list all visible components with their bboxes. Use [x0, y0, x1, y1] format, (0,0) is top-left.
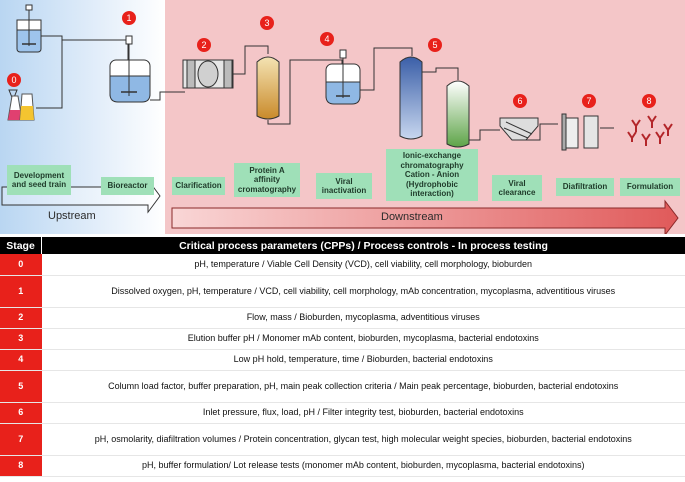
table-row: 1 Dissolved oxygen, pH, temperature / VC…	[0, 275, 685, 308]
label-ion-exchange: Ionic-exchange chromatography Cation - A…	[386, 149, 478, 201]
stage-marker-3: 3	[260, 16, 274, 30]
label-viral-clearance: Viral clearance	[492, 175, 542, 201]
cpp-cell: Column load factor, buffer preparation, …	[41, 370, 685, 403]
viral-inactivation-tank-icon	[325, 49, 361, 105]
pipe-2-3	[233, 45, 269, 75]
table-row: 0 pH, temperature / Viable Cell Density …	[0, 254, 685, 276]
label-development: Development and seed train	[7, 165, 71, 195]
stage-cell: 5	[0, 370, 42, 403]
label-viral-inactivation: Viral inactivation	[316, 173, 372, 199]
bioreactor-icon	[109, 35, 151, 103]
ion-exchange-columns-icon	[399, 56, 470, 148]
stage-marker-8: 8	[642, 94, 656, 108]
table-row: 6 Inlet pressure, flux, load, pH / Filte…	[0, 402, 685, 424]
stage-cell: 6	[0, 402, 42, 424]
stage-marker-6: 6	[513, 94, 527, 108]
process-diagram: 0 1 2 3 4 5 6 7 8 Development and seed t…	[0, 0, 685, 234]
stage-marker-1: 1	[122, 11, 136, 25]
stage-marker-4: 4	[320, 32, 334, 46]
seed-train-icon	[7, 4, 42, 121]
cpp-cell: Inlet pressure, flux, load, pH / Filter …	[41, 402, 685, 424]
column-header-stage: Stage	[0, 237, 42, 254]
pipe-4-5	[360, 47, 413, 91]
cpp-cell: pH, buffer formulation/ Lot release test…	[41, 455, 685, 477]
stage-cell: 0	[0, 254, 42, 276]
table-row: 3 Elution buffer pH / Monomer mAb conten…	[0, 328, 685, 350]
pipe-1-2	[150, 91, 185, 101]
label-clarification: Clarification	[172, 177, 225, 195]
label-bioreactor: Bioreactor	[101, 177, 154, 195]
table-row: 4 Low pH hold, temperature, time / Biobu…	[0, 349, 685, 371]
table-row: 7 pH, osmolarity, diafiltration volumes …	[0, 423, 685, 456]
table-header-row: Stage Critical process parameters (CPPs)…	[0, 237, 685, 254]
label-formulation: Formulation	[620, 178, 680, 196]
stage-marker-5: 5	[428, 38, 442, 52]
stage-marker-2: 2	[197, 38, 211, 52]
cpp-cell: Elution buffer pH / Monomer mAb content,…	[41, 328, 685, 350]
table-row: 5 Column load factor, buffer preparation…	[0, 370, 685, 403]
clarification-icon	[182, 59, 234, 89]
stage-marker-0: 0	[7, 73, 21, 87]
stage-cell: 3	[0, 328, 42, 350]
diafiltration-icon	[561, 113, 599, 151]
protein-a-column-icon	[256, 56, 280, 120]
cpp-table: Stage Critical process parameters (CPPs)…	[0, 237, 685, 477]
stage-cell: 2	[0, 307, 42, 329]
downstream-label: Downstream	[381, 211, 443, 223]
table-row: 2 Flow, mass / Bioburden, mycoplasma, ad…	[0, 307, 685, 329]
column-header-cpp: Critical process parameters (CPPs) / Pro…	[41, 237, 685, 254]
stage-cell: 4	[0, 349, 42, 371]
label-diafiltration: Diafiltration	[556, 178, 614, 196]
viral-clearance-filter-icon	[499, 117, 558, 141]
stage-cell: 1	[0, 275, 42, 308]
pipe-3-4	[267, 59, 343, 125]
cpp-cell: Low pH hold, temperature, time / Bioburd…	[41, 349, 685, 371]
stage-cell: 7	[0, 423, 42, 456]
stage-marker-7: 7	[582, 94, 596, 108]
cpp-cell: Flow, mass / Bioburden, mycoplasma, adve…	[41, 307, 685, 329]
cpp-cell: pH, osmolarity, diafiltration volumes / …	[41, 423, 685, 456]
downstream-arrow	[171, 199, 679, 234]
table-row: 8 pH, buffer formulation/ Lot release te…	[0, 455, 685, 477]
upstream-label: Upstream	[48, 210, 96, 222]
pipe-5-6	[469, 129, 500, 141]
cpp-cell: Dissolved oxygen, pH, temperature / VCD,…	[41, 275, 685, 308]
antibody-molecules-icon	[627, 115, 673, 146]
label-protein-a: Protein A affinity cromatography	[234, 163, 300, 197]
stage-cell: 8	[0, 455, 42, 477]
cpp-cell: pH, temperature / Viable Cell Density (V…	[41, 254, 685, 276]
